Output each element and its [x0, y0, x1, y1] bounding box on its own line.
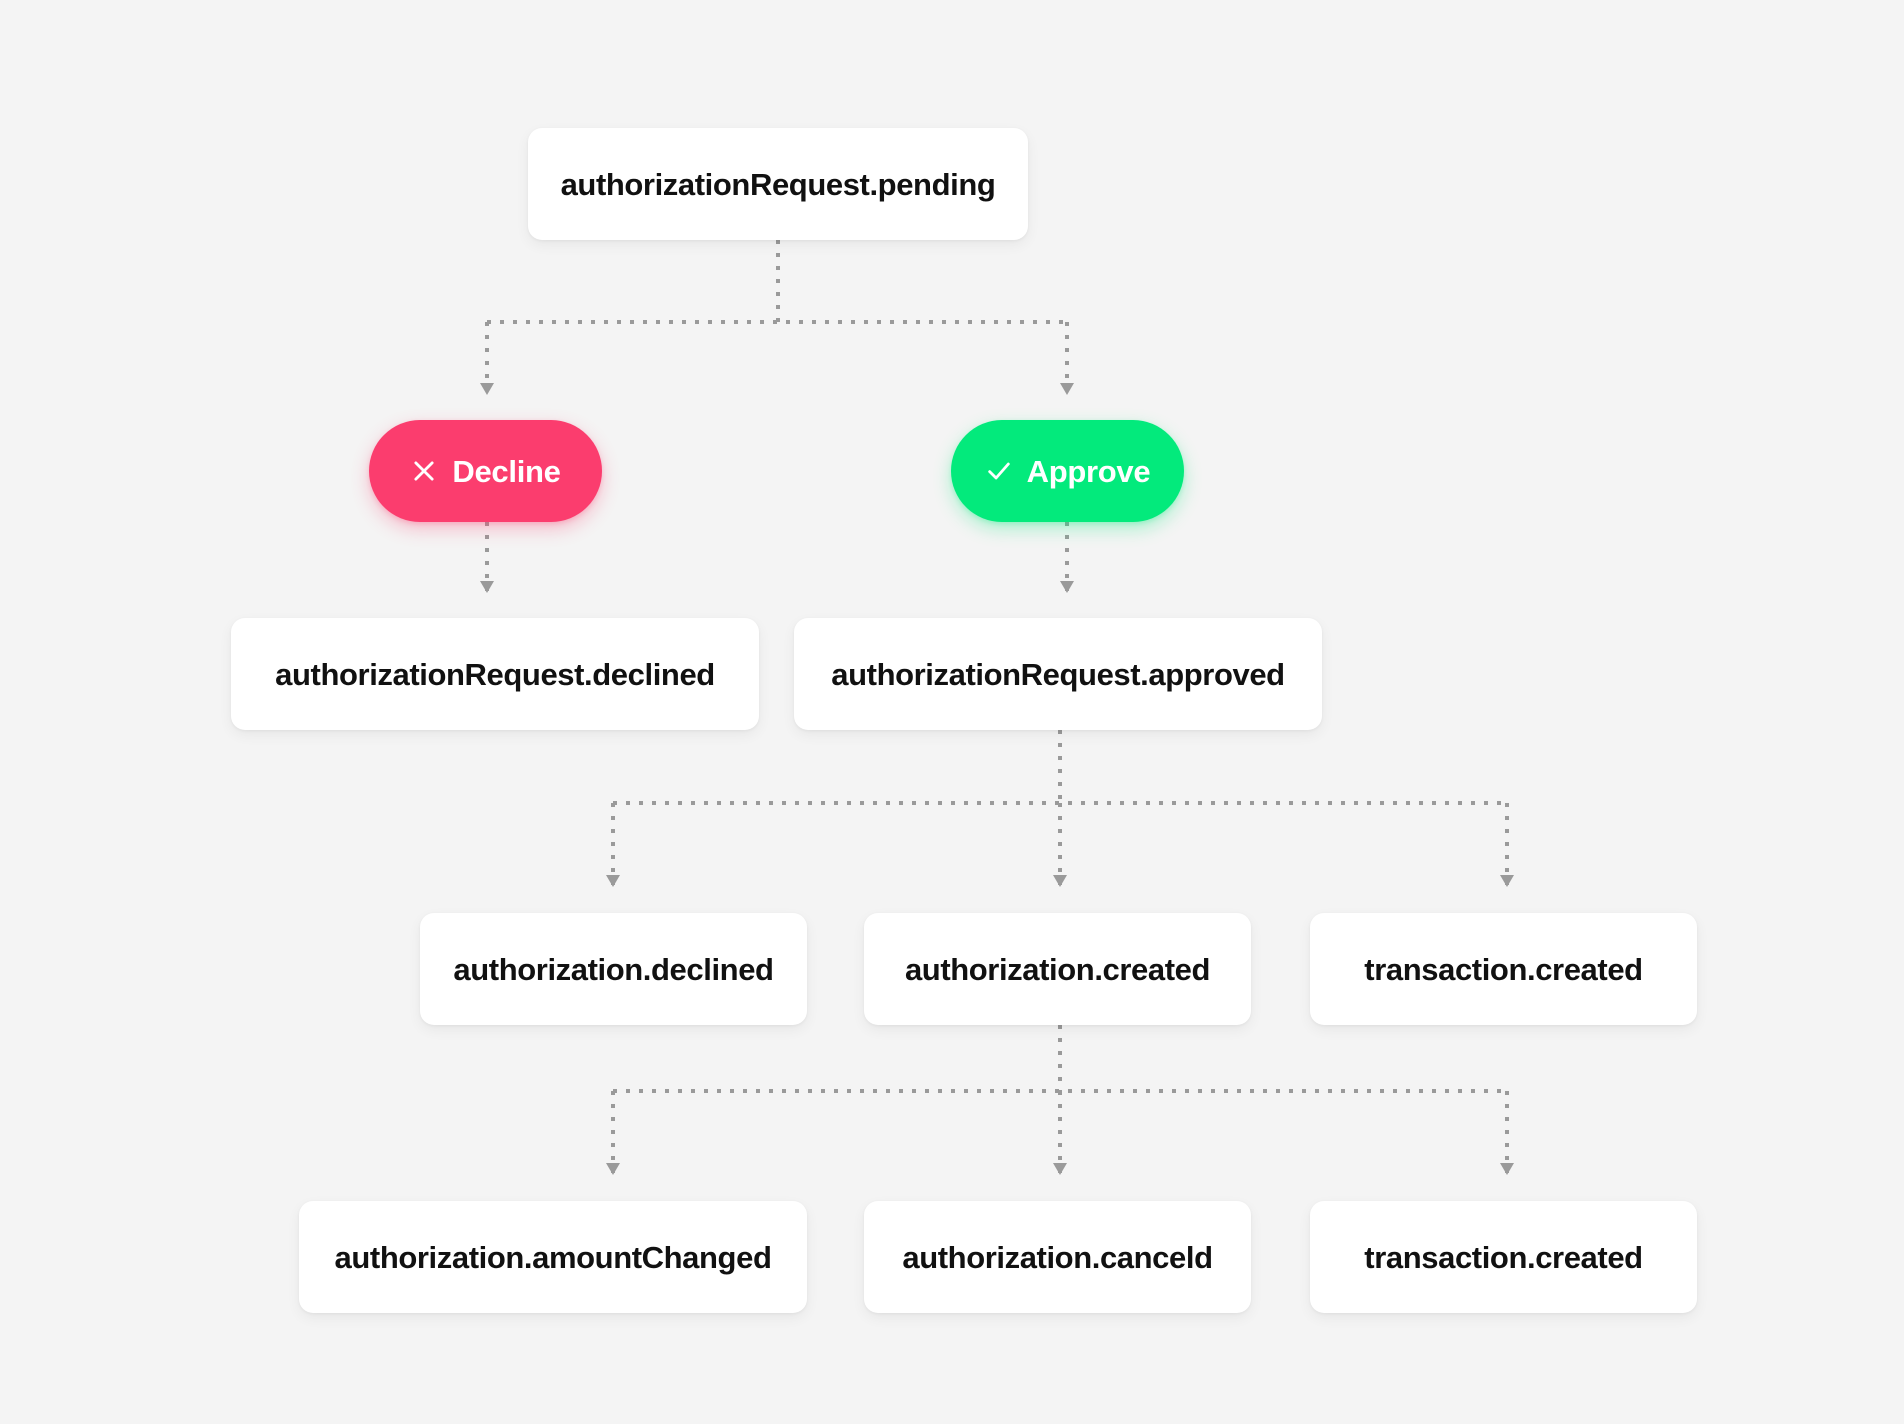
node-label: transaction.created: [1364, 951, 1643, 987]
node-label: authorization.created: [904, 951, 1211, 987]
node-label: transaction.created: [1364, 1239, 1643, 1275]
node-authorization-request-pending[interactable]: authorizationRequest.pending: [528, 128, 1028, 240]
node-authorization-request-declined[interactable]: authorizationRequest.declined: [231, 618, 759, 730]
node-label: authorization.amountChanged: [334, 1239, 772, 1275]
node-authorization-created[interactable]: authorization.created: [864, 913, 1251, 1025]
node-label: authorization.declined: [453, 951, 774, 987]
approve-button-label: Approve: [1026, 453, 1151, 489]
node-label: authorizationRequest.pending: [560, 166, 996, 202]
check-icon: [987, 462, 1010, 480]
node-label: authorizationRequest.declined: [275, 656, 715, 692]
node-authorization-request-approved[interactable]: authorizationRequest.approved: [794, 618, 1322, 730]
node-label: authorizationRequest.approved: [831, 656, 1285, 692]
node-authorization-canceld[interactable]: authorization.canceld: [864, 1201, 1251, 1313]
node-authorization-declined[interactable]: authorization.declined: [420, 913, 807, 1025]
node-label: authorization.canceld: [902, 1239, 1213, 1275]
close-icon: [414, 461, 434, 481]
node-authorization-amount-changed[interactable]: authorization.amountChanged: [299, 1201, 807, 1313]
decline-button[interactable]: Decline: [369, 420, 602, 522]
node-transaction-created-lower[interactable]: transaction.created: [1310, 1201, 1697, 1313]
node-transaction-created-upper[interactable]: transaction.created: [1310, 913, 1697, 1025]
decline-button-label: Decline: [452, 453, 561, 489]
approve-button[interactable]: Approve: [951, 420, 1184, 522]
